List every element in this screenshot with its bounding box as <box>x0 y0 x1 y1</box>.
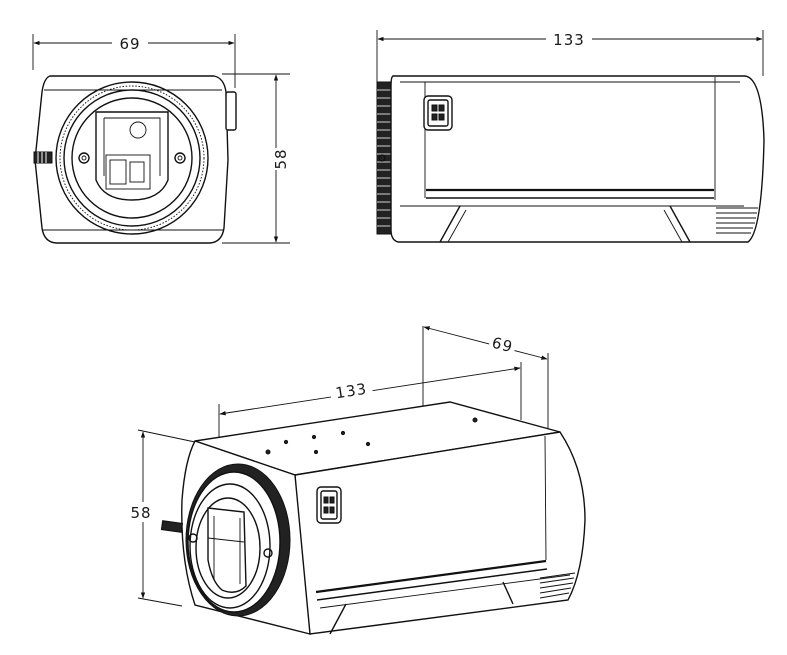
front-height-label: 58 <box>272 148 290 169</box>
front-view: 69 58 <box>32 34 290 244</box>
iso-length-label: 133 <box>334 380 368 403</box>
iso-height-label: 58 <box>130 504 151 522</box>
side-view: 133 <box>376 30 765 243</box>
iso-depth-label: 69 <box>490 334 515 357</box>
isometric-view: 133 69 58 <box>130 326 586 635</box>
front-width-label: 69 <box>119 35 140 53</box>
side-length-label: 133 <box>553 31 585 49</box>
